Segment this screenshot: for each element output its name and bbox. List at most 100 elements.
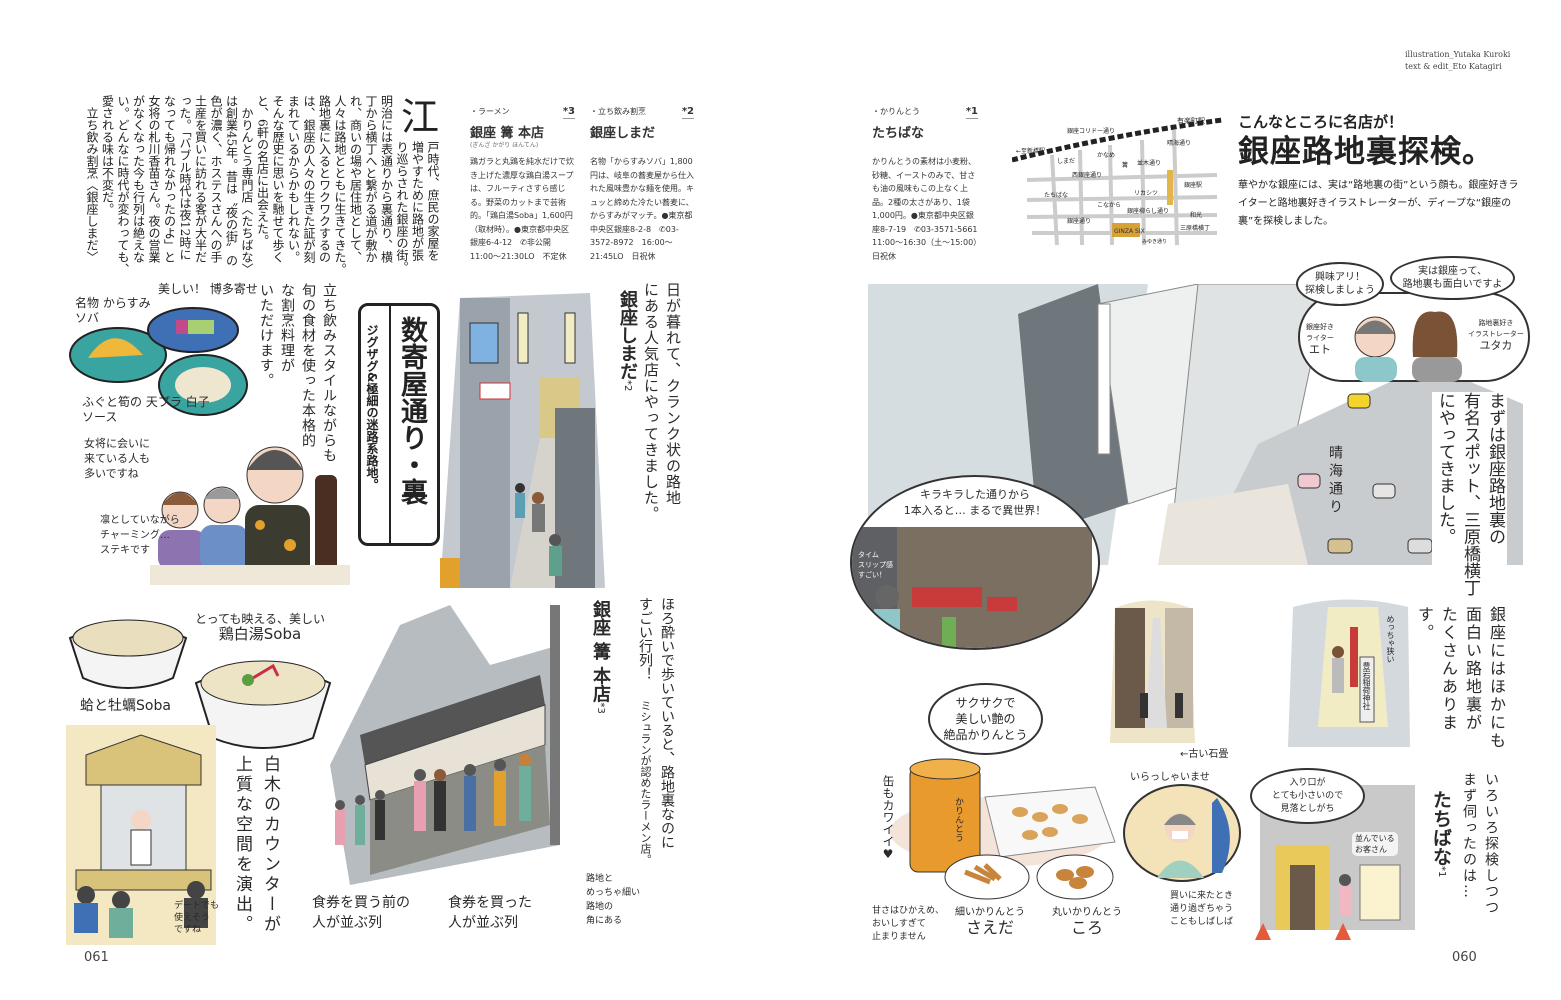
intro-column: がなくなった今も行列は絶えな: [131, 95, 146, 263]
tachibana-name-heading: たちばな*1: [1428, 790, 1455, 877]
bubble-line: 見落としがち: [1280, 803, 1335, 814]
shop-name: たちばな: [872, 126, 925, 141]
counter-illustration: [66, 725, 216, 945]
timeslip-comment: タイムスリップ感すごい！: [858, 550, 893, 580]
intro-column: 土産を買いに訪れる客が大半だ: [193, 95, 208, 263]
shop-name: たちばな: [1430, 790, 1452, 866]
caption-koro: 丸いかりんとうころ: [1052, 905, 1122, 937]
comment-okami-visitors: 女将に会いに来ている人も多いですね: [84, 436, 164, 481]
shimada-intro: 日が暮れて、クランク状の路地にある人気店にやってきました。: [640, 282, 684, 522]
shop-name: 銀座 篝 本店: [590, 600, 611, 703]
comment-line: ステキです: [100, 545, 150, 556]
map-label-shimada: しまだ: [1057, 158, 1075, 165]
caption-karasumi-soba: 名物 からすみソバ: [75, 296, 151, 325]
shimada-description: 立ち飲みスタイルながらも旬の食材を使った本格的な割烹料理がいただけます。: [255, 283, 339, 473]
feature-title-box: 数寄屋通り・裏 ジグザグ&極細の迷路系路地。: [358, 303, 440, 546]
intro-column: そんな歴史に思いを馳せて歩く: [271, 95, 285, 263]
stone-alley-illustration: [1110, 600, 1195, 743]
intro-column: 路地裏に入るとワクワクするの: [317, 95, 332, 263]
intro-column: 色が濃く、ホステスさんへの手: [209, 95, 223, 263]
kagari-name-heading: 銀座 篝 本店*3: [587, 600, 613, 740]
comment-line: 止まりません: [872, 932, 926, 942]
caption-queue-customer: 並んでいるお客さん: [1352, 832, 1398, 856]
map-label-yanagi: 銀座柳らし通り: [1127, 207, 1169, 215]
intro-column: 愛される味は不変だ。: [100, 95, 115, 215]
comment-line: スリップ感: [858, 561, 893, 569]
tachibana-intro: いろいろ探検しつつまず伺ったのは…: [1458, 772, 1502, 937]
text-line: 白木のカウンターが: [260, 755, 280, 935]
text-line: 銀座にはほかにも: [1487, 606, 1506, 750]
intro-column: 増やすために路地が張: [410, 141, 425, 261]
caption-saeda: 細いかりんとうさえだ: [955, 905, 1025, 937]
text-line: すごい行列！: [637, 597, 653, 681]
shop-description: 名物「からすみソバ」1,800円は、岐阜の蕎麦屋から仕入れた風味豊かな麺を使用。…: [590, 157, 694, 261]
can-label: かりんとう: [953, 797, 963, 842]
mihara-intro: まずは銀座路地裏の有名スポット、三原橋横丁にやってきました。: [1432, 392, 1507, 602]
map-label-namiki: 並木通り: [1137, 159, 1161, 167]
text-line: 日が暮れて、クランク状の路地: [664, 282, 682, 506]
shop-mark: *2: [622, 380, 633, 392]
soba-bowls-illustration: [68, 619, 332, 749]
intro-column: と、6軒の名店に出会えた。: [255, 95, 270, 247]
title-kicker: こんなところに名店が！: [1238, 113, 1404, 131]
shop-description: 鶏ガラと丸鶏を純水だけで炊き上げた濃厚な鶏白湯スープは、フルーティさすら感じる。…: [470, 157, 574, 261]
map-label-tachibana: たちばな: [1044, 191, 1068, 199]
text-line: にある人気店にやってきました。: [642, 282, 660, 522]
karinto-can: [909, 766, 981, 873]
caption-narrow: めっちゃ狭い: [1386, 615, 1395, 663]
comment-line: 多いですね: [84, 467, 139, 480]
caption-line: とっても映える、美しい: [194, 612, 326, 626]
map-label-kagari: 篝: [1122, 161, 1128, 169]
map-label-shinbashi: ←至新橋駅: [1016, 147, 1045, 155]
credit-text-edit: text & edit_Eto Katagiri: [1405, 62, 1502, 71]
label-line: ライター: [1306, 334, 1334, 342]
karinto-bubble: サクサクで美しい艶の絶品かりんとう: [928, 683, 1043, 755]
characters-illustration: [1354, 311, 1462, 382]
label-yutaka: 路地裏好きイラストレーターユタカ: [1468, 318, 1524, 351]
caption-queue-before-ticket: 食券を買う前の人が並ぶ列: [312, 893, 410, 933]
shop-info-tachibana: ・かりんとう*1 たちばな かりんとうの素材は小麦粉、砂糖、イーストのみで、甘さ…: [872, 105, 986, 263]
map-label-ginza-station: 銀座駅: [1184, 181, 1202, 189]
intro-column: 女将の札川香苗さん。夜の営業: [147, 95, 161, 263]
karinto-name: さえだ: [965, 918, 1014, 937]
kagari-subcaption: ミシュランが認めたラーメン店。: [639, 700, 652, 865]
karinto-desc: 細いかりんとう: [955, 907, 1025, 918]
intro-column: り巡らされた銀座の街。: [395, 141, 409, 273]
map-label-nishiginza: 西銀座通り: [1072, 171, 1102, 179]
intro-column: まれているからかもしれない。: [286, 95, 301, 263]
caption-can-cute: 缶もカワイイ♥: [881, 775, 895, 861]
okami-window-illustration: [1123, 784, 1241, 882]
bubble-line: 美しい艶の: [955, 712, 1016, 726]
title-lead: 華やかな銀座には、実は“路地裏の街”という顔も。銀座好きライターと路地裏好きイラ…: [1238, 180, 1519, 227]
intro-column: れ、商いの場や居住地として、: [348, 95, 363, 263]
map-label-harumi: 晴海通り: [1167, 139, 1191, 147]
shop-category: ・かりんとう: [872, 107, 920, 116]
credits: illustration_Yutaka Kuroki text & edit_E…: [1405, 49, 1510, 73]
text-line: にやってきました。: [1435, 392, 1455, 545]
map-label-wako: 和光: [1190, 211, 1202, 219]
caption-line: 1本入ると… まるで異世界！: [903, 504, 1047, 517]
map-label-mihara: 三原橋横丁: [1180, 224, 1210, 232]
speech-bubble-eto: 興味アリ！探検しましょう: [1296, 262, 1384, 306]
map-label-yurakucho: 有楽町駅: [1177, 116, 1205, 125]
label-line: 銀座好き: [1306, 323, 1334, 331]
bubble-line: 入り口が: [1289, 777, 1326, 788]
map-label-ginza-dori: 銀座通り: [1067, 217, 1091, 225]
comment-line: 甘さはひかえめ、: [872, 906, 945, 916]
intro-column: 立ち飲み割烹〈銀座しまだ〉: [85, 95, 99, 263]
text-line: 立ち飲みスタイルながらも: [321, 283, 337, 463]
bubble-line: とても小さいので: [1271, 790, 1344, 801]
shop-mark: *3: [595, 702, 606, 714]
page-number-right: 060: [1452, 950, 1477, 965]
caption-line: 鶏白湯Soba: [218, 625, 302, 643]
text-line: たくさんあります。: [1415, 606, 1458, 732]
intro-column: なっても帰れなかったのよ」と: [162, 95, 177, 263]
bubble-line: 興味アリ！: [1315, 272, 1365, 283]
map-label-konakara: こなから: [1097, 202, 1121, 209]
comment-line: チャーミング…: [100, 530, 170, 541]
karinto-name: ころ: [1070, 918, 1103, 937]
intro-column: 明治には表通りから裏通り、横: [379, 95, 394, 263]
shop-category: ・立ち飲み割烹: [590, 107, 646, 116]
map-railway: [1012, 117, 1223, 163]
